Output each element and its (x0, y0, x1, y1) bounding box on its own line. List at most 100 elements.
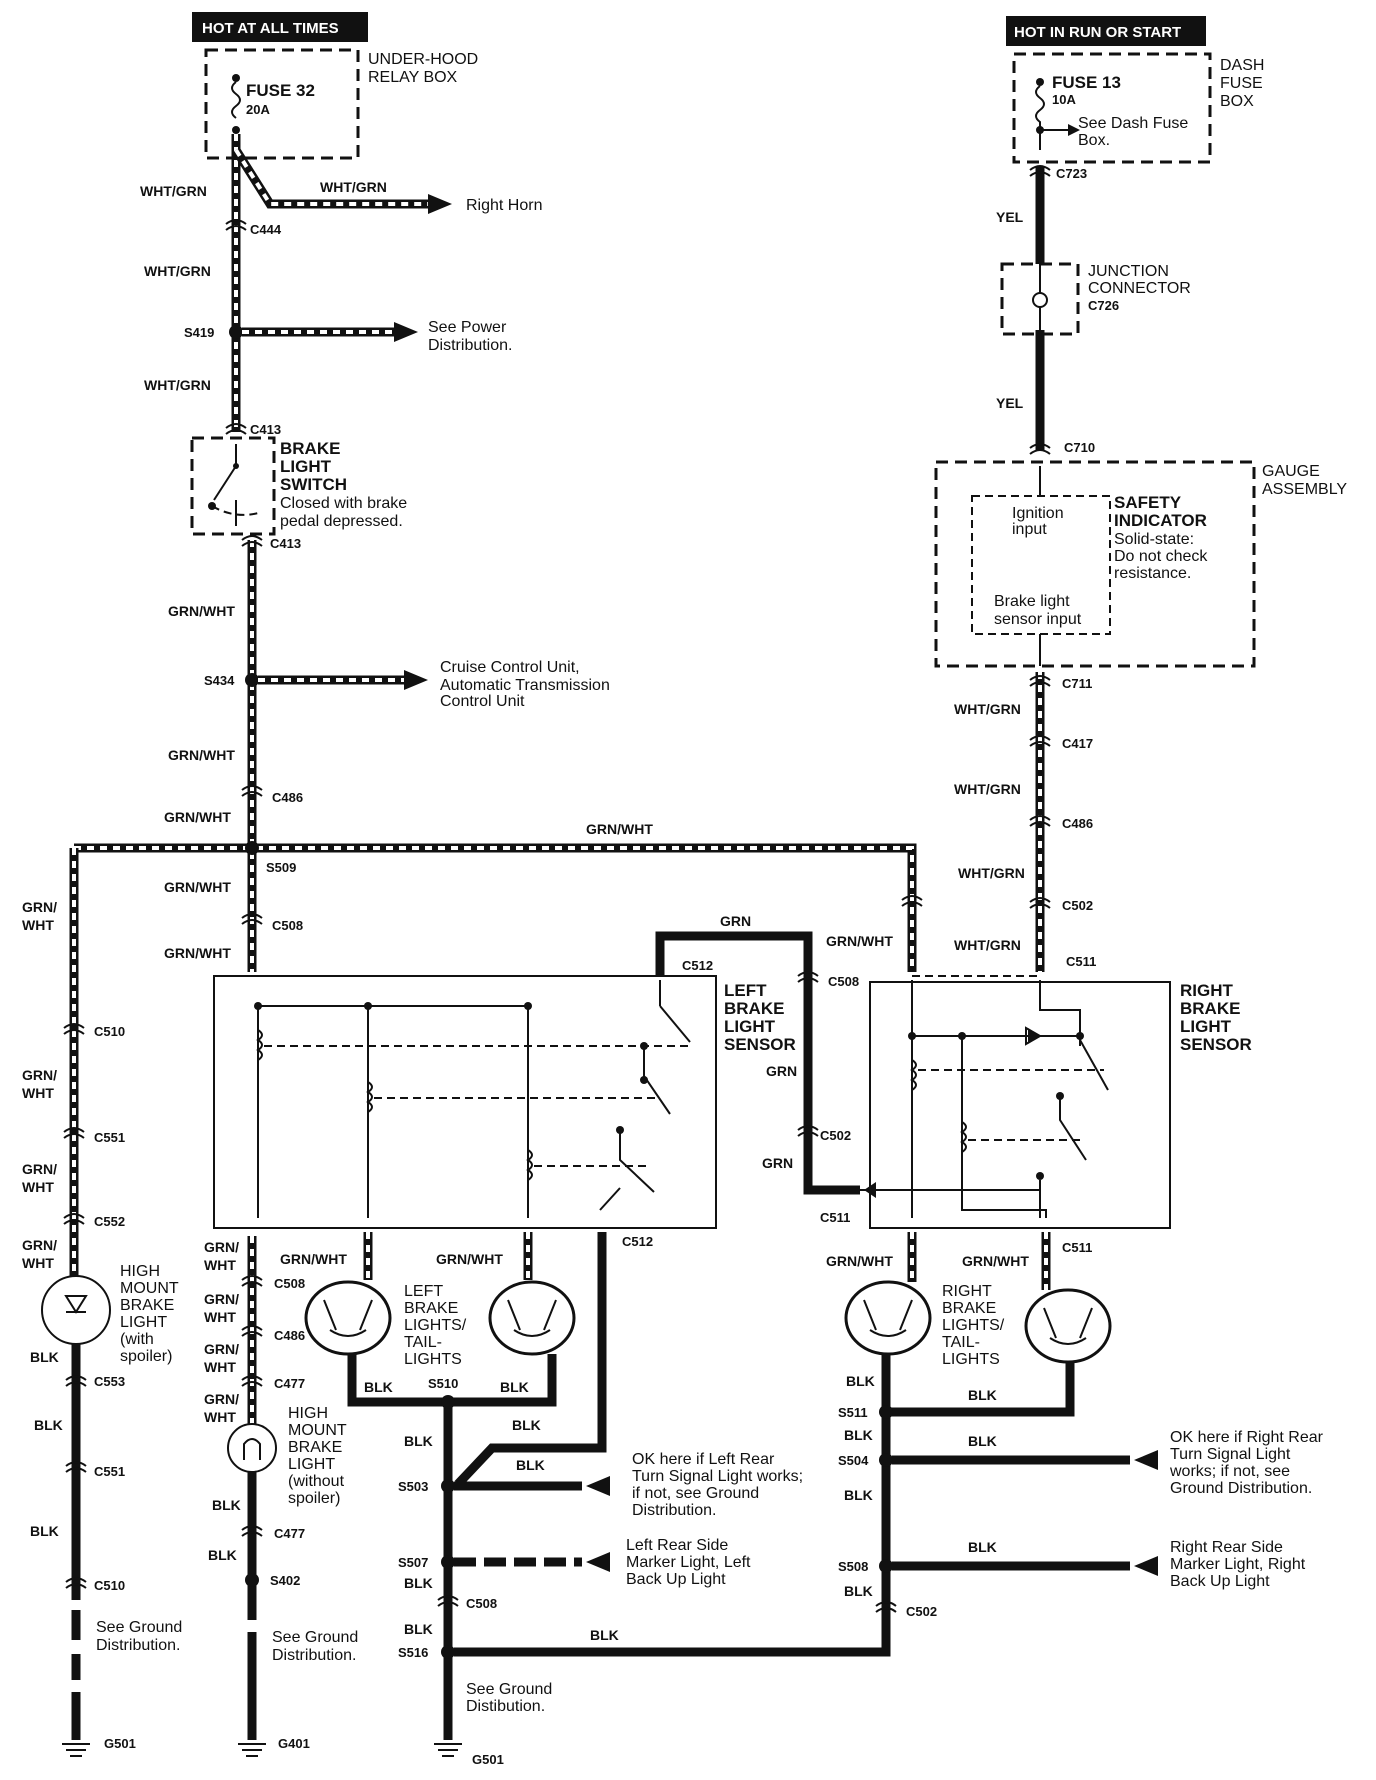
safety-5: resistance. (1114, 565, 1191, 582)
rbs-diode (1016, 1026, 1080, 1046)
rbs-4: SENSOR (1180, 1035, 1252, 1054)
c511a-label: C511 (820, 1210, 850, 1225)
hm2-2: MOUNT (288, 1422, 347, 1439)
s516-label: S516 (398, 1645, 428, 1660)
s508-label: S508 (838, 1559, 868, 1574)
c486-label: C486 (272, 790, 303, 805)
gw3-label: GRN/WHT (164, 809, 231, 825)
s503-label: S503 (398, 1479, 428, 1494)
lbs-2: BRAKE (724, 999, 784, 1018)
gw-l1b: WHT (22, 917, 54, 933)
hm1-led-symbol (64, 1295, 88, 1314)
lside-2: Marker Light, Left (626, 1554, 751, 1571)
see-dash-2: Box. (1078, 132, 1110, 149)
brake-switch-pivot (233, 463, 239, 469)
hm2-6: spoiler) (288, 1490, 340, 1507)
fuse32-amp: 20A (246, 102, 270, 117)
dash-fuse-box (1012, 52, 1212, 164)
ign-2: input (1012, 521, 1047, 538)
rbs-grn-entry-arrow (864, 1182, 876, 1198)
c417-label: C417 (1062, 736, 1093, 751)
hot-run-start-tag (1006, 16, 1206, 46)
lbl-5: LIGHTS (404, 1351, 462, 1368)
underhood-label-2: RELAY BOX (368, 69, 458, 86)
blk16-label: BLK (844, 1427, 873, 1443)
fuse13-top (1036, 78, 1044, 86)
c511b-label: C511 (1066, 954, 1096, 969)
gw-l2a: GRN/ (22, 1067, 57, 1083)
lbs-1: LEFT (724, 981, 767, 1000)
rside-1: Right Rear Side (1170, 1539, 1283, 1556)
lside-arrow (586, 1552, 610, 1572)
gw-rt-label: GRN/WHT (826, 933, 893, 949)
wg1-label: WHT/GRN (140, 183, 207, 199)
junction-2: CONNECTOR (1088, 280, 1191, 297)
rbs-3: LIGHT (1180, 1017, 1232, 1036)
junction-1: JUNCTION (1088, 263, 1169, 280)
gw-l4b: WHT (22, 1255, 54, 1271)
blk13-label: BLK (590, 1627, 619, 1643)
rturn-2: Turn Signal Light (1170, 1446, 1291, 1463)
gnd3-2: Distibution. (466, 1698, 545, 1715)
s509-splice (245, 841, 259, 855)
rturn-4: Ground Distribution. (1170, 1480, 1312, 1497)
lbs-out-ground (454, 1232, 607, 1488)
right-bulb-1-filament (863, 1299, 913, 1337)
rbs-links (918, 1069, 1104, 1141)
blk20-label: BLK (844, 1583, 873, 1599)
gw-l2b: WHT (22, 1085, 54, 1101)
junction-3: C726 (1088, 298, 1119, 313)
grn-link (655, 931, 860, 1195)
gnd2-1: See Ground (272, 1629, 358, 1646)
gw2-label: GRN/WHT (168, 747, 235, 763)
rbs-node-2 (958, 1032, 966, 1040)
c502b-label: C502 (1062, 898, 1093, 913)
gw-lb2-label: GRN/WHT (436, 1251, 503, 1267)
hm2-4: LIGHT (288, 1456, 335, 1473)
lbs-coil-links (264, 1045, 690, 1167)
rwg4-label: WHT/GRN (954, 937, 1021, 953)
s516-cross-bus (454, 1600, 891, 1657)
blk7-label: BLK (500, 1379, 529, 1395)
gw-top-label: GRN/WHT (586, 821, 653, 837)
g401-label: G401 (278, 1736, 310, 1751)
right-brake-light-1 (844, 1280, 932, 1356)
cruise-note-3: Control Unit (440, 693, 525, 710)
gw-lb1-label: GRN/WHT (280, 1251, 347, 1267)
rside-arrow (1134, 1556, 1158, 1576)
c486b-label: C486 (274, 1328, 305, 1343)
c486c-label: C486 (1062, 816, 1093, 831)
hm1-5: (with (120, 1331, 154, 1348)
fuse13-amp: 10A (1052, 92, 1076, 107)
grn1-label: GRN (720, 913, 751, 929)
rbs-switch-1 (1079, 1039, 1109, 1091)
rturn-arrow (1134, 1450, 1158, 1470)
blk8-label: BLK (512, 1417, 541, 1433)
high-mount-light-without-spoiler (227, 1423, 277, 1473)
lturn-2: Turn Signal Light works; (632, 1468, 803, 1485)
gw1-label: GRN/WHT (168, 603, 235, 619)
fuse32-bottom-terminal (232, 126, 240, 134)
yel1-label: YEL (996, 209, 1024, 225)
lbs-coil-2 (366, 1081, 373, 1113)
lturn-4: Distribution. (632, 1502, 716, 1519)
gw-l3a: GRN/ (22, 1161, 57, 1177)
blk18-label: BLK (844, 1487, 873, 1503)
rbl-1: RIGHT (942, 1283, 992, 1300)
hot-run-start-label: HOT IN RUN OR START (1014, 24, 1181, 41)
lbs-4: SENSOR (724, 1035, 796, 1054)
gw-rb1-label: GRN/WHT (826, 1253, 893, 1269)
s509-label: S509 (266, 860, 296, 875)
lbs-switch-3-to-out (599, 1187, 621, 1211)
s419-label: S419 (184, 325, 214, 340)
gw-m2b: WHT (204, 1309, 236, 1325)
s503-splice (441, 1479, 455, 1493)
gnd1-1: See Ground (96, 1619, 182, 1636)
rbs-coil-2 (960, 1121, 967, 1153)
gnd2-2: Distribution. (272, 1647, 356, 1664)
safety-3: Solid-state: (1114, 531, 1194, 548)
s508-splice (879, 1559, 893, 1573)
left-brake-light-2 (488, 1280, 576, 1356)
bsw-label-2: LIGHT (280, 457, 332, 476)
lbl-2: BRAKE (404, 1300, 458, 1317)
